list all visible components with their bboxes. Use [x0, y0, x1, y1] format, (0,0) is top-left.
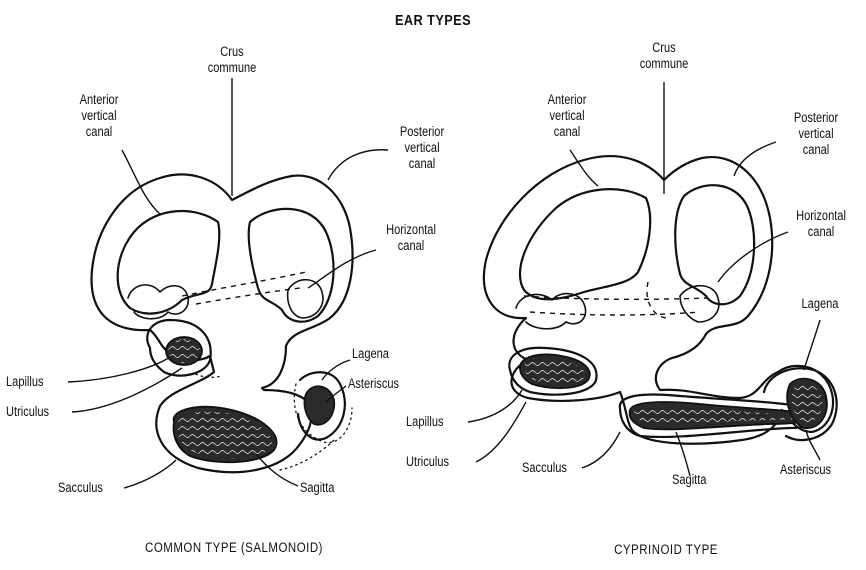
cyprinoid-posterior-vertical-canal-label: Posterior vertical canal	[785, 110, 847, 158]
salmonoid-posterior-canal-inner	[249, 209, 334, 322]
cyprinoid-crus-commune-label: Crus commune	[638, 40, 690, 72]
cyprinoid-anterior-vertical-canal-label: Anterior vertical canal	[538, 92, 595, 140]
salmonoid-ear	[92, 174, 353, 472]
cyprinoid-posterior-canal-inner	[675, 185, 754, 304]
salmonoid-sacculus-label: Sacculus	[58, 480, 103, 496]
salmonoid-lapillus-label: Lapillus	[6, 374, 44, 390]
cyprinoid-caption: CYPRINOID TYPE	[607, 542, 726, 557]
cyprinoid-utriculus-label: Utriculus	[406, 454, 449, 470]
salmonoid-crus-commune-label: Crus commune	[206, 44, 258, 76]
salmonoid-sagitta-label: Sagitta	[300, 480, 334, 496]
salmonoid-asteriscus	[304, 386, 334, 424]
cyprinoid-lapillus-label: Lapillus	[406, 414, 444, 430]
salmonoid-posterior-vertical-canal-label: Posterior vertical canal	[391, 124, 453, 172]
cyprinoid-sagitta-label: Sagitta	[672, 472, 706, 488]
salmonoid-caption: COMMON TYPE (SALMONOID)	[141, 540, 328, 555]
figure-title: EAR TYPES	[391, 12, 476, 29]
cyprinoid-ear	[484, 156, 837, 444]
salmonoid-utriculus-label: Utriculus	[6, 404, 49, 420]
cyprinoid-anterior-canal-inner	[520, 189, 650, 299]
cyprinoid-horizontal-canal-label: Horizontal canal	[787, 208, 854, 240]
cyprinoid-outer-outline	[484, 156, 833, 444]
cyprinoid-sacculus-label: Sacculus	[522, 460, 567, 476]
salmonoid-horizontal-canal-label: Horizontal canal	[377, 222, 444, 254]
cyprinoid-lagena-label: Lagena	[795, 296, 844, 312]
salmonoid-anterior-vertical-canal-label: Anterior vertical canal	[70, 92, 127, 140]
salmonoid-asteriscus-label: Asteriscus	[348, 376, 399, 392]
salmonoid-anterior-canal-inner	[118, 211, 220, 314]
cyprinoid-asteriscus-label: Asteriscus	[780, 462, 831, 478]
salmonoid-lagena-label: Lagena	[352, 346, 389, 362]
